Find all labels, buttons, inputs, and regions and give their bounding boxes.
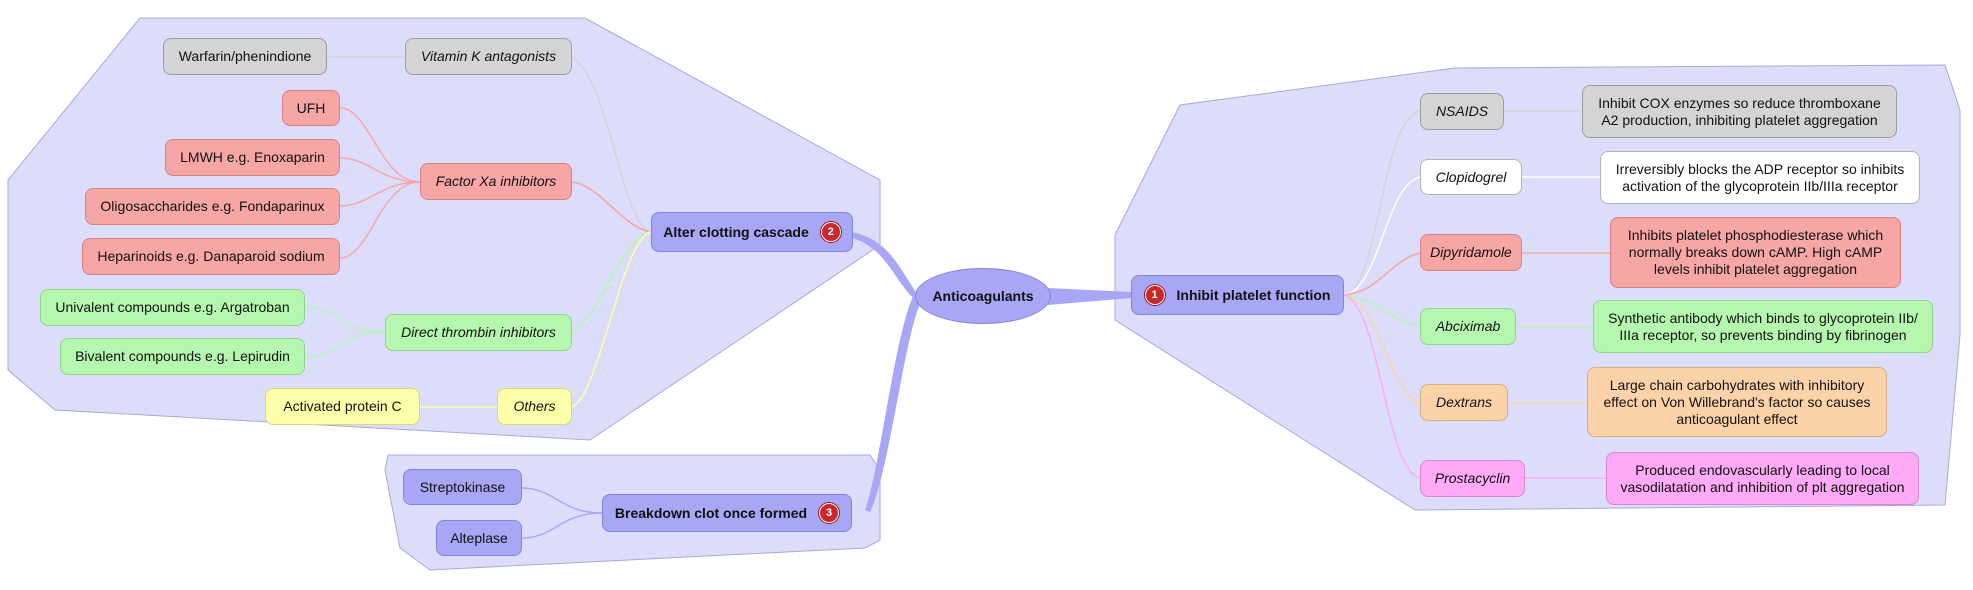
leaf-oligosaccharides[interactable]: Oligosaccharides e.g. Fondaparinux	[85, 188, 340, 225]
priority-badge: 1	[1144, 285, 1165, 305]
region-alter-clotting	[7, 17, 881, 441]
node-direct-thrombin-inhibitors[interactable]: Direct thrombin inhibitors	[385, 314, 572, 351]
priority-badge: 2	[820, 222, 841, 242]
center-node[interactable]: Anticoagulants	[915, 268, 1051, 324]
branch-label: Alter clotting cascade	[663, 223, 809, 240]
link-center-cascade	[852, 232, 918, 302]
desc-prostacyclin[interactable]: Produced endovascularly leading to local…	[1606, 452, 1919, 505]
branch-label: Inhibit platelet function	[1176, 286, 1331, 303]
center-label: Anticoagulants	[932, 287, 1034, 304]
desc-dextrans[interactable]: Large chain carbohydrates with inhibitor…	[1587, 367, 1887, 437]
node-vitamin-k-antagonists[interactable]: Vitamin K antagonists	[405, 38, 572, 75]
node-abciximab[interactable]: Abciximab	[1420, 308, 1516, 345]
branch-breakdown-clot[interactable]: Breakdown clot once formed 3	[602, 494, 852, 532]
desc-abciximab[interactable]: Synthetic antibody which binds to glycop…	[1593, 300, 1933, 353]
link-center-platelet	[1048, 288, 1131, 305]
leaf-ufh[interactable]: UFH	[282, 90, 340, 126]
desc-dipyridamole[interactable]: Inhibits platelet phosphodiesterase whic…	[1610, 217, 1901, 288]
leaf-univalent[interactable]: Univalent compounds e.g. Argatroban	[40, 289, 305, 326]
branch-label: Breakdown clot once formed	[614, 504, 808, 521]
priority-badge: 3	[819, 503, 840, 523]
leaf-warfarin[interactable]: Warfarin/phenindione	[163, 38, 327, 75]
leaf-alteplase[interactable]: Alteplase	[436, 520, 522, 556]
node-dextrans[interactable]: Dextrans	[1420, 384, 1508, 421]
link-center-breakdown	[865, 292, 922, 512]
branch-alter-clotting[interactable]: Alter clotting cascade 2	[651, 212, 853, 252]
node-prostacyclin[interactable]: Prostacyclin	[1420, 460, 1525, 497]
branch-inhibit-platelet[interactable]: 1 Inhibit platelet function	[1131, 275, 1344, 315]
node-clopidogrel[interactable]: Clopidogrel	[1420, 159, 1522, 195]
leaf-bivalent[interactable]: Bivalent compounds e.g. Lepirudin	[60, 338, 305, 375]
desc-nsaids[interactable]: Inhibit COX enzymes so reduce thromboxan…	[1582, 85, 1897, 138]
node-others[interactable]: Others	[497, 388, 572, 425]
node-dipyridamole[interactable]: Dipyridamole	[1420, 234, 1522, 271]
node-factor-xa-inhibitors[interactable]: Factor Xa inhibitors	[420, 163, 572, 200]
leaf-lmwh[interactable]: LMWH e.g. Enoxaparin	[165, 139, 340, 176]
desc-clopidogrel[interactable]: Irreversibly blocks the ADP receptor so …	[1600, 151, 1920, 204]
leaf-heparinoids[interactable]: Heparinoids e.g. Danaparoid sodium	[82, 238, 340, 275]
leaf-activated-protein-c[interactable]: Activated protein C	[265, 388, 420, 425]
node-nsaids[interactable]: NSAIDS	[1420, 93, 1504, 130]
leaf-streptokinase[interactable]: Streptokinase	[403, 469, 522, 505]
